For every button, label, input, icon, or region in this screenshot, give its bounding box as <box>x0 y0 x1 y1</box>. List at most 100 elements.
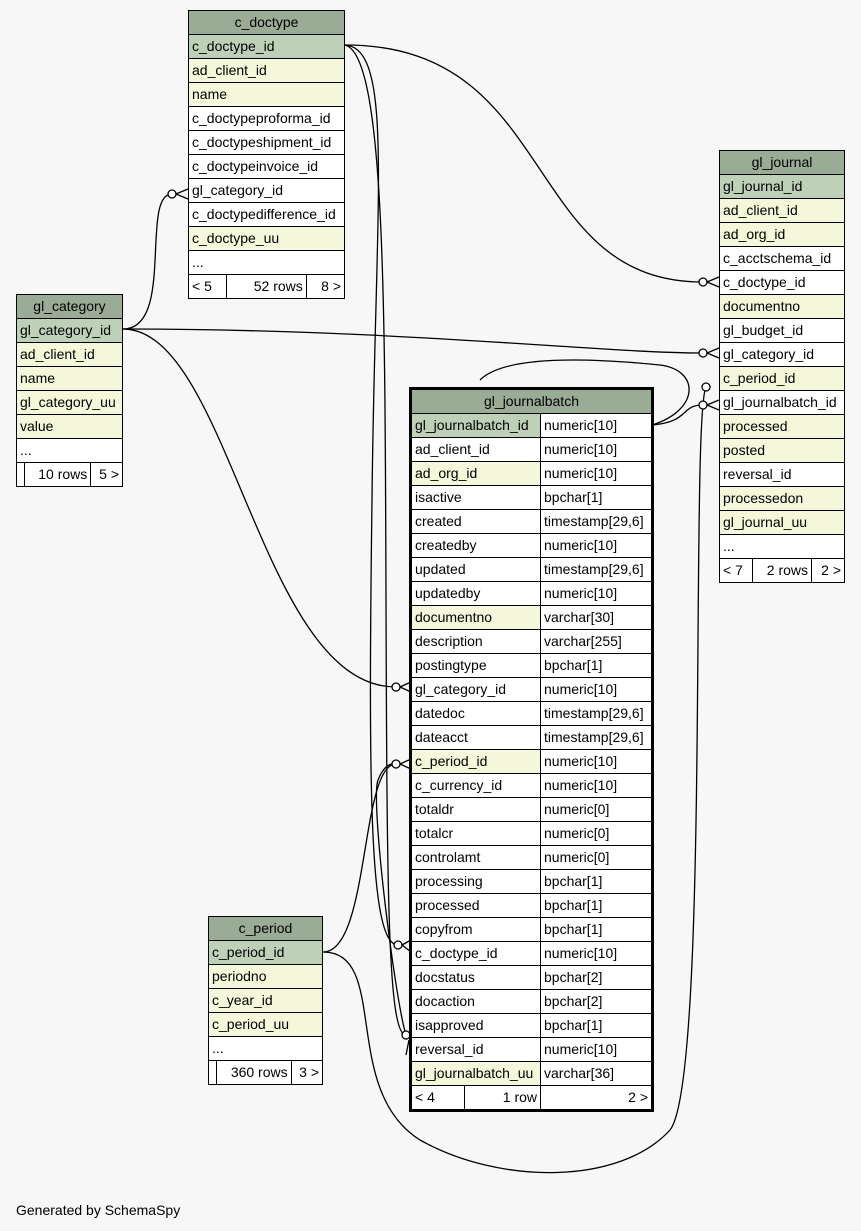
column-name[interactable]: gl_journalbatch_uu <box>410 1061 541 1086</box>
column-name[interactable]: c_doctype_uu <box>188 226 345 251</box>
column-name[interactable]: name <box>16 366 123 391</box>
column-name[interactable]: c_year_id <box>208 988 323 1013</box>
column-name[interactable]: gl_category_id <box>16 318 123 343</box>
column-name[interactable]: ad_client_id <box>16 342 123 367</box>
column-name[interactable]: periodno <box>208 964 323 989</box>
column-name[interactable]: ad_org_id <box>410 461 541 486</box>
column-name[interactable]: c_doctype_id <box>719 270 845 295</box>
column-name[interactable]: ... <box>719 534 845 559</box>
column-name[interactable]: totalcr <box>410 821 541 846</box>
column-name[interactable]: isactive <box>410 485 541 510</box>
column-name[interactable]: gl_category_id <box>188 178 345 203</box>
column-row: documentno <box>719 294 845 319</box>
column-name[interactable]: c_doctypeinvoice_id <box>188 154 345 179</box>
parents-link[interactable]: < 4 <box>409 1085 466 1111</box>
parents-link[interactable] <box>207 1060 218 1085</box>
column-name[interactable]: processedon <box>719 486 845 511</box>
parents-link[interactable]: < 5 <box>187 274 228 299</box>
column-name[interactable]: c_doctypeshipment_id <box>188 130 345 155</box>
column-name[interactable]: created <box>410 509 541 534</box>
column-name[interactable]: gl_journalbatch_id <box>719 390 845 415</box>
column-name[interactable]: c_doctypeproforma_id <box>188 106 345 131</box>
column-name[interactable]: ... <box>188 250 345 275</box>
column-name[interactable]: gl_category_uu <box>16 390 123 415</box>
table-name[interactable]: gl_category <box>16 294 123 319</box>
column-name[interactable]: gl_category_id <box>410 677 541 702</box>
column-name[interactable]: datedoc <box>410 701 541 726</box>
column-name[interactable]: docaction <box>410 989 541 1014</box>
column-name[interactable]: gl_journalbatch_id <box>410 413 541 438</box>
column-name[interactable]: reversal_id <box>719 462 845 487</box>
column-name[interactable]: updated <box>410 557 541 582</box>
column-name[interactable]: documentno <box>719 294 845 319</box>
table-name[interactable]: c_doctype <box>188 10 345 35</box>
column-name[interactable]: postingtype <box>410 653 541 678</box>
column-name[interactable]: c_acctschema_id <box>719 246 845 271</box>
column-type: bpchar[1] <box>540 485 653 510</box>
column-name[interactable]: description <box>410 629 541 654</box>
column-name[interactable]: c_doctype_id <box>188 34 345 59</box>
column-name[interactable]: docstatus <box>410 965 541 990</box>
column-name[interactable]: c_period_id <box>410 749 541 774</box>
children-link[interactable]: 2 > <box>540 1085 653 1111</box>
column-name[interactable]: c_currency_id <box>410 773 541 798</box>
column-name[interactable]: updatedby <box>410 581 541 606</box>
column-name[interactable]: dateacct <box>410 725 541 750</box>
children-link[interactable]: 5 > <box>90 462 123 487</box>
table-name[interactable]: gl_journal <box>719 150 845 175</box>
parents-link[interactable] <box>15 462 26 487</box>
column-name[interactable]: totaldr <box>410 797 541 822</box>
column-name[interactable]: name <box>188 82 345 107</box>
column-type: timestamp[29,6] <box>540 509 653 534</box>
column-type: timestamp[29,6] <box>540 725 653 750</box>
column-name[interactable]: reversal_id <box>410 1037 541 1062</box>
column-row: periodno <box>208 964 323 989</box>
column-name[interactable]: isapproved <box>410 1013 541 1038</box>
column-name[interactable]: gl_category_id <box>719 342 845 367</box>
parents-link[interactable]: < 7 <box>719 558 753 583</box>
column-name[interactable]: ... <box>16 438 123 463</box>
column-name[interactable]: c_doctype_id <box>410 941 541 966</box>
column-name[interactable]: createdby <box>410 533 541 558</box>
children-link[interactable]: 3 > <box>290 1060 324 1085</box>
column-name[interactable]: ad_org_id <box>719 222 845 247</box>
column-name[interactable]: ad_client_id <box>188 58 345 83</box>
column-name[interactable]: controlamt <box>410 845 541 870</box>
column-name[interactable]: ... <box>208 1036 323 1061</box>
edge-reversal-self <box>375 763 407 1036</box>
children-link[interactable]: 2 > <box>811 558 845 583</box>
column-name[interactable]: ad_client_id <box>410 437 541 462</box>
table-name[interactable]: c_period <box>208 916 323 941</box>
column-name[interactable]: processed <box>719 414 845 439</box>
column-name[interactable]: c_period_uu <box>208 1012 323 1037</box>
column-name[interactable]: documentno <box>410 605 541 630</box>
column-name[interactable]: value <box>16 414 123 439</box>
column-name[interactable]: ad_client_id <box>719 198 845 223</box>
column-name[interactable]: processing <box>410 869 541 894</box>
column-name[interactable]: posted <box>719 438 845 463</box>
column-name[interactable]: gl_journal_id <box>719 174 845 199</box>
column-type: numeric[10] <box>540 461 653 486</box>
column-name[interactable]: c_period_id <box>208 940 323 965</box>
column-name[interactable]: c_doctypedifference_id <box>188 202 345 227</box>
column-name[interactable]: gl_budget_id <box>719 318 845 343</box>
column-name[interactable]: c_period_id <box>719 366 845 391</box>
column-name[interactable]: processed <box>410 893 541 918</box>
table-name[interactable]: gl_journalbatch <box>410 388 653 414</box>
column-name[interactable]: copyfrom <box>410 917 541 942</box>
children-link[interactable]: 8 > <box>305 274 346 299</box>
column-row: ad_client_id <box>719 198 845 223</box>
column-name[interactable]: gl_journal_uu <box>719 510 845 535</box>
